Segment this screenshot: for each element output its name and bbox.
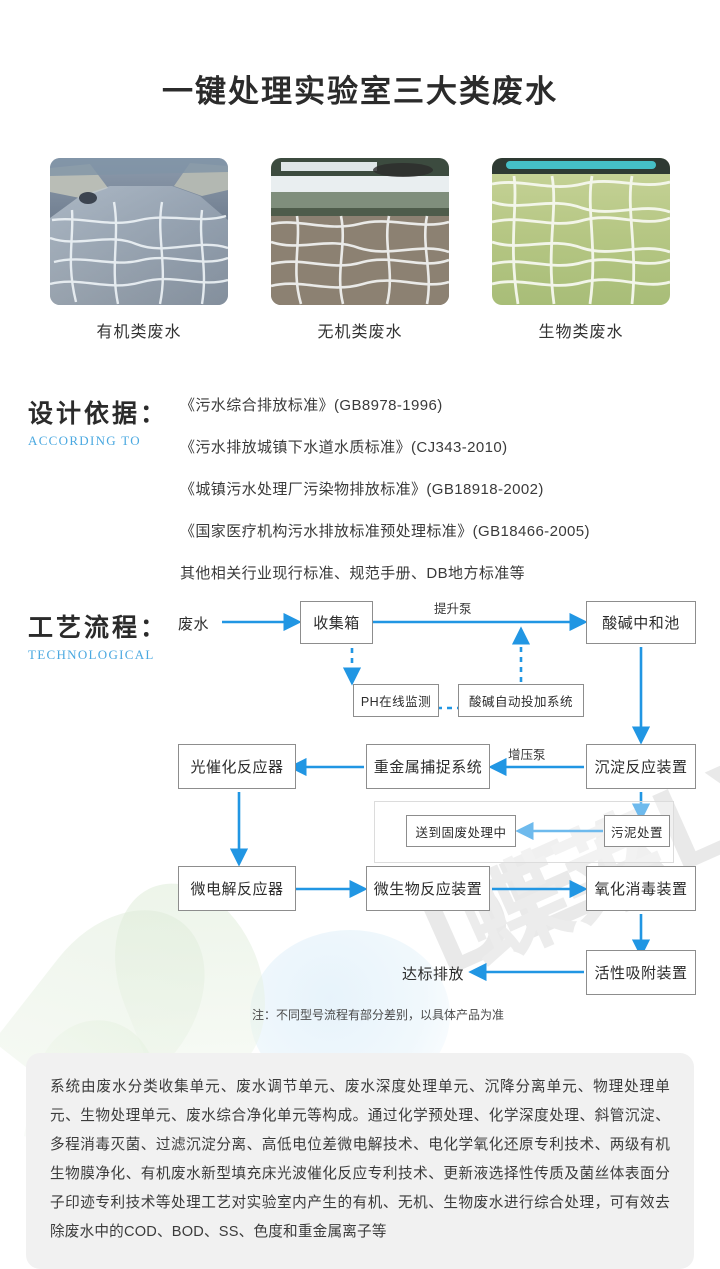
flow-node-microelectrolysis[interactable]: 微电解反应器 bbox=[178, 866, 296, 911]
standard-item: 《城镇污水处理厂污染物排放标准》(GB18918-2002) bbox=[180, 481, 544, 498]
flow-node-outlet: 达标排放 bbox=[402, 966, 465, 983]
flow-node-collection-tank[interactable]: 收集箱 bbox=[300, 601, 373, 644]
organic-wastewater-photo bbox=[50, 158, 228, 305]
technological-heading-cn: 工艺流程： bbox=[28, 614, 169, 642]
standard-item: 《污水综合排放标准》(GB8978-1996) bbox=[180, 397, 443, 414]
standard-item: 《国家医疗机构污水排放标准预处理标准》(GB18466-2005) bbox=[180, 523, 590, 540]
inorganic-wastewater-photo bbox=[271, 158, 449, 305]
system-description: 系统由废水分类收集单元、废水调节单元、废水深度处理单元、沉降分离单元、物理处理单… bbox=[26, 1053, 694, 1269]
flow-note: 注：不同型号流程有部分差别，以具体产品为准 bbox=[252, 1008, 505, 1022]
photo-cell-biological: 生物类废水 bbox=[492, 158, 670, 342]
photo-cell-organic: 有机类废水 bbox=[50, 158, 228, 342]
flow-node-ph-monitor[interactable]: PH在线监测 bbox=[353, 684, 439, 717]
flow-edge-label-booster-pump: 增压泵 bbox=[508, 748, 546, 762]
standard-item: 《污水排放城镇下水道水质标准》(CJ343-2010) bbox=[180, 439, 508, 456]
page-title: 一键处理实验室三大类废水 bbox=[162, 74, 558, 109]
section-heading-according: 设计依据： ACCORDING TO bbox=[28, 394, 168, 449]
flow-node-inlet: 废水 bbox=[178, 616, 210, 633]
photo-label-organic: 有机类废水 bbox=[96, 324, 182, 341]
according-heading-en: ACCORDING TO bbox=[28, 433, 141, 448]
biological-wastewater-photo bbox=[492, 158, 670, 305]
flow-edge-label-lift-pump: 提升泵 bbox=[434, 602, 472, 616]
technological-heading-en: TECHNOLOGICAL bbox=[28, 647, 155, 662]
flow-node-adsorption[interactable]: 活性吸附装置 bbox=[586, 950, 696, 995]
photo-cell-inorganic: 无机类废水 bbox=[271, 158, 449, 342]
flow-node-sludge[interactable]: 污泥处置 bbox=[604, 815, 670, 847]
flow-node-precipitation[interactable]: 沉淀反应装置 bbox=[586, 744, 696, 789]
section-heading-technological: 工艺流程： TECHNOLOGICAL bbox=[28, 608, 168, 663]
flow-node-neutralization-pool[interactable]: 酸碱中和池 bbox=[586, 601, 696, 644]
flow-node-acid-base-dosing[interactable]: 酸碱自动投加系统 bbox=[458, 684, 584, 717]
flow-node-heavy-metal[interactable]: 重金属捕捉系统 bbox=[366, 744, 490, 789]
flow-node-photocatalytic[interactable]: 光催化反应器 bbox=[178, 744, 296, 789]
wastewater-photo-row: 有机类废水 bbox=[0, 158, 720, 342]
according-heading-cn: 设计依据： bbox=[28, 400, 169, 428]
photo-label-biological: 生物类废水 bbox=[538, 324, 624, 341]
process-flow-diagram: 废水 收集箱 提升泵 PH在线监测 酸碱自动投加系统 酸碱中和池 沉淀反应装置 … bbox=[0, 596, 720, 1016]
flow-node-solid-waste[interactable]: 送到固废处理中 bbox=[406, 815, 516, 847]
standard-item: 其他相关行业现行标准、规范手册、DB地方标准等 bbox=[180, 565, 526, 582]
standards-list: 《污水综合排放标准》(GB8978-1996) 《污水排放城镇下水道水质标准》(… bbox=[180, 394, 590, 604]
flow-node-microbial[interactable]: 微生物反应装置 bbox=[366, 866, 490, 911]
photo-label-inorganic: 无机类废水 bbox=[317, 324, 403, 341]
flow-node-oxidation[interactable]: 氧化消毒装置 bbox=[586, 866, 696, 911]
